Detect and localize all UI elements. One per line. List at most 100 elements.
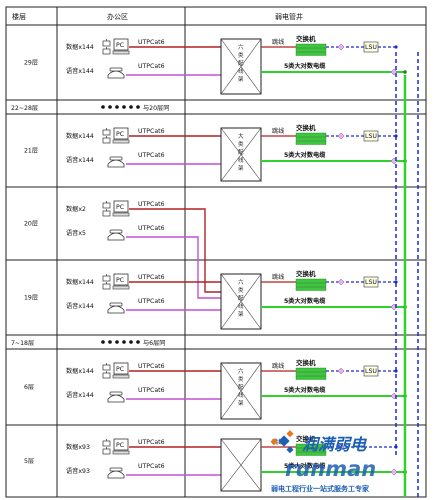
jumper-label: 跳线 <box>272 273 284 281</box>
telephone-icon <box>107 391 125 403</box>
cabinet-char: 架 <box>238 76 244 83</box>
telephone-icon <box>107 67 125 79</box>
floor-label: 20层 <box>24 221 38 228</box>
cabinet-char: 架 <box>238 165 244 172</box>
telephone-icon <box>107 302 125 314</box>
phone-icon <box>102 136 111 144</box>
data-count-label: 数据x93 <box>66 443 90 451</box>
cabinet-char: 类 <box>238 286 244 294</box>
same-row-range: 7~18层 <box>11 340 34 347</box>
switch-device: 交换机 <box>295 34 327 56</box>
telephone-icon <box>107 467 125 479</box>
cabinet-char: 架 <box>238 400 244 407</box>
telephone-icon <box>107 229 125 241</box>
cabinet-char: 六 <box>238 367 244 375</box>
data-count-label: 数据x2 <box>66 205 86 213</box>
jumper-label: 跳线 <box>272 38 284 46</box>
lsu-label: LSU <box>365 368 377 375</box>
cable-label-voice: UTPCat6 <box>138 225 165 232</box>
lsu-label: LSU <box>365 44 377 51</box>
cable-label-voice: UTPCat6 <box>138 63 165 70</box>
phone-icon <box>102 39 111 47</box>
voice-count-label: 语音x5 <box>66 229 86 237</box>
phone-icon <box>102 47 111 55</box>
jumper-label: 跳线 <box>272 127 284 135</box>
connector-diamond-icon <box>390 468 398 476</box>
connector-diamond-icon <box>337 43 345 51</box>
trunk-label: 5类大对数电缆 <box>284 62 326 70</box>
same-row-range: 22~28层 <box>11 105 38 112</box>
pc-label: PC <box>116 131 124 138</box>
cabinet-char: 线 <box>238 302 244 310</box>
floor-label: 19层 <box>24 295 38 302</box>
trunk-label: 5类大对数电缆 <box>284 151 326 159</box>
switch-device: 交换机 <box>295 434 327 456</box>
data-line <box>129 208 221 293</box>
backbone-lines <box>395 52 419 497</box>
cable-label-voice: UTPCat6 <box>138 463 165 470</box>
floor-label: 29层 <box>24 60 38 67</box>
junction-dot <box>394 45 398 49</box>
cable-label-voice: UTPCat6 <box>138 298 165 305</box>
voice-line <box>126 236 221 299</box>
same-row-22-28: 22~28层 与20层同 <box>11 104 169 112</box>
switch-label: 交换机 <box>296 34 316 43</box>
cabinet-char: 六 <box>238 43 244 51</box>
pc-icon: PC <box>112 38 130 55</box>
pc-icon: PC <box>112 438 130 455</box>
cable-label-data: UTPCat6 <box>138 363 165 370</box>
same-row-7-18: 7~18层 与6层同 <box>11 339 166 347</box>
trunk-label: 5类大对数电缆 <box>284 297 326 305</box>
brand-en: runman <box>285 457 376 481</box>
pc-icon: PC <box>112 362 130 379</box>
cabinet-char: 配 <box>238 384 244 391</box>
junction-dot <box>403 70 407 74</box>
voice-count-label: 语音x144 <box>66 391 94 399</box>
same-row-note: 与20层同 <box>143 104 169 112</box>
switch-label: 交换机 <box>296 269 316 278</box>
floor-label: 5层 <box>24 458 34 465</box>
slogan: 弱电工程行业一站式服务工专家 <box>271 484 370 493</box>
pc-icon: PC <box>112 273 130 290</box>
cable-label-voice: UTPCat6 <box>138 387 165 394</box>
ellipsis-dots <box>101 105 140 109</box>
lsu-label: LSU <box>365 133 377 140</box>
data-count-label: 数据x144 <box>66 43 94 51</box>
table-grid <box>5 6 427 498</box>
cable-label-data: UTPCat6 <box>138 439 165 446</box>
cabinet-char: 线 <box>238 391 244 399</box>
voice-count-label: 语音x144 <box>66 302 94 310</box>
jumper-label: 跳线 <box>272 438 284 446</box>
cabinet-char: 六 <box>238 278 244 286</box>
phone-icon <box>102 274 111 282</box>
cabinet-char: 线 <box>238 156 244 164</box>
connector-diamond-icon <box>337 278 345 286</box>
pc-icon: PC <box>112 200 130 217</box>
phone-icon <box>102 371 111 379</box>
brand-cn: 润满弱电 <box>302 435 368 454</box>
cabinet-char: 大 <box>238 132 244 140</box>
cabinet-char: 配 <box>238 295 244 302</box>
pc-label: PC <box>116 366 124 373</box>
cable-label-data: UTPCat6 <box>138 39 165 46</box>
trunk-label: 5类大对数电缆 <box>284 462 326 470</box>
table-header: 楼层 办公区 弱电管井 <box>12 12 303 21</box>
junction-dot <box>394 280 398 284</box>
pc-icon: PC <box>112 127 130 144</box>
pc-label: PC <box>116 42 124 49</box>
switch-device: 交换机 <box>295 269 327 291</box>
lsu-label: LSU <box>365 279 377 286</box>
connector-diamond-icon <box>337 367 345 375</box>
voice-count-label: 语音x93 <box>66 467 90 475</box>
cable-label-data: UTPCat6 <box>138 274 165 281</box>
phone-icon <box>102 447 111 455</box>
voice-count-label: 语音x144 <box>66 156 94 164</box>
floor-label: 21层 <box>24 148 38 155</box>
switch-device: 交换机 <box>295 123 327 145</box>
